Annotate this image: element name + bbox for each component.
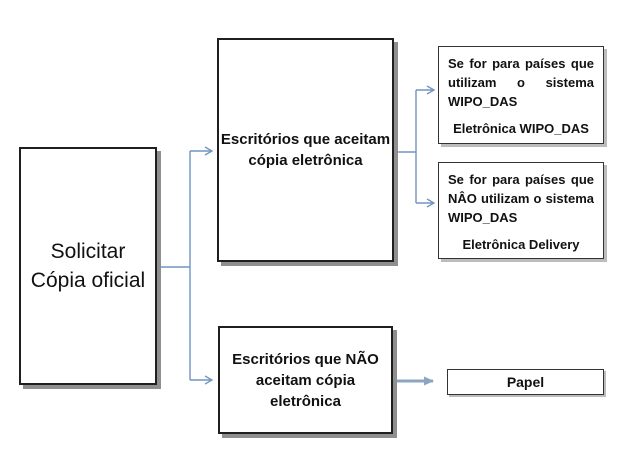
papel-label: Papel [506,374,545,390]
wipo-das-result: Eletrônica WIPO_DAS [453,121,589,136]
wipo-das-condition: Se for para países que utilizam o sistem… [448,56,594,109]
nao-wipo-das-result: Eletrônica Delivery [462,237,580,252]
nao-wipo-das-condition: Se for para países que NÂO utilizam o si… [448,172,594,225]
node-wipo-das: Se for para países que utilizam o sistem… [438,46,604,144]
node-nao-wipo-das: Se for para países que NÂO utilizam o si… [438,162,604,259]
node-papel: Papel [447,369,604,395]
